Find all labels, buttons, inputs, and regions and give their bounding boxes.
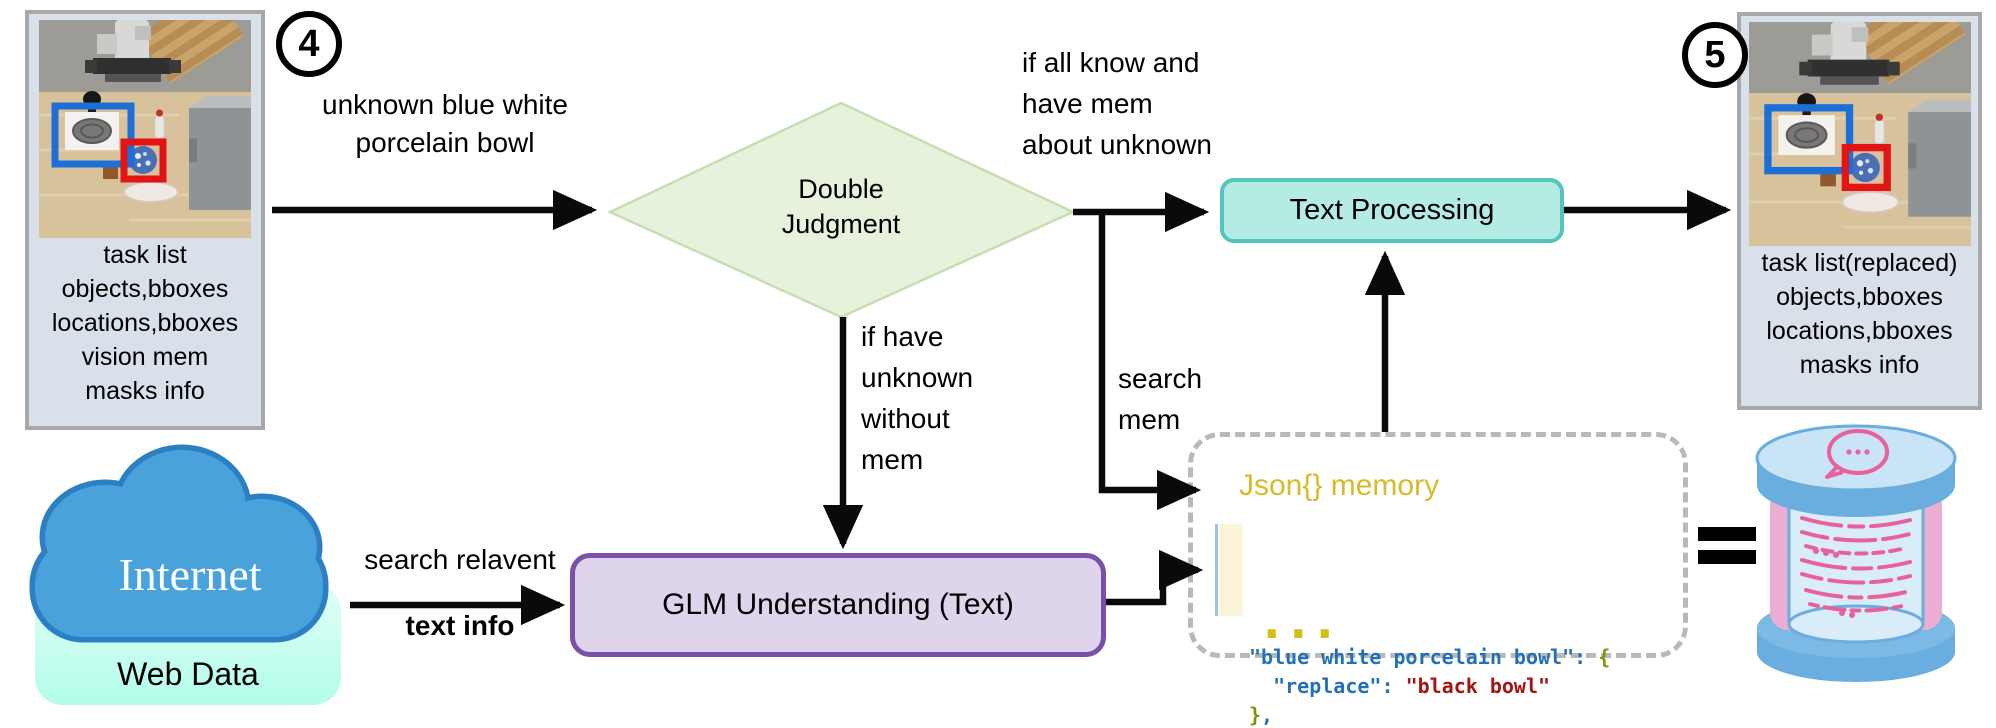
edge-label-if-have-unknown: if have unknown without mem — [861, 321, 974, 475]
edge-label-search-mem: search mem — [1118, 363, 1203, 435]
porcelain-bowl — [129, 146, 157, 174]
blue-bbox — [1763, 104, 1853, 175]
white-plate — [123, 181, 179, 203]
json-memory-box: Json{} memory "blue white porcelain bowl… — [1188, 432, 1688, 727]
step-badge-5: 5 — [1682, 22, 1748, 88]
code-key: "blue white porcelain bowl" — [1249, 645, 1575, 669]
code-brace: } — [1249, 703, 1262, 727]
red-bbox — [1841, 143, 1891, 192]
internet-label: Internet — [118, 549, 262, 600]
equals-bar-bottom — [1698, 550, 1756, 564]
code-comma: , — [1261, 703, 1274, 727]
code-indent — [1249, 674, 1273, 698]
panel5-caption-line: masks info — [1799, 351, 1920, 379]
text-processing-node: Text Processing — [1220, 178, 1564, 243]
scene-panel-4: task list objects,bboxes locations,bboxe… — [25, 10, 265, 430]
panel4-caption-line: locations,bboxes — [51, 309, 239, 337]
equals-sign: = — [1698, 527, 1756, 573]
bottle — [1873, 119, 1885, 144]
json-memory-title: Json{} memory — [1239, 469, 1440, 502]
code-key: "replace" — [1273, 674, 1382, 698]
arrow-searchmem-to-json — [1098, 212, 1202, 511]
code-colon: : — [1574, 645, 1599, 669]
red-bbox — [120, 138, 167, 183]
bottle-cap — [1875, 113, 1883, 121]
code-colon: : — [1381, 674, 1406, 698]
internet-cloud-icon — [29, 444, 329, 643]
gray-cabinet — [189, 96, 251, 210]
robot-scene-image-5 — [1748, 22, 1971, 246]
double-judgment-label: Double Judgment — [781, 174, 901, 239]
panel5-caption-line: objects,bboxes — [1776, 283, 1943, 311]
edge-label-search-relavent-line1: search relavent — [364, 544, 556, 575]
white-plate — [1840, 190, 1900, 214]
arrow-glm-to-json — [1106, 549, 1204, 606]
panel5-caption-line: locations,bboxes — [1766, 317, 1953, 345]
bottle — [154, 115, 165, 139]
code-line-highlight — [1219, 524, 1243, 616]
memory-database-icon — [1755, 424, 1957, 682]
porcelain-bowl — [1850, 152, 1880, 183]
web-data-label: Web Data — [117, 656, 259, 692]
robot-arm — [1798, 22, 1900, 85]
robot-arm — [85, 20, 181, 82]
robot-scene-image-4 — [39, 20, 251, 238]
glm-understanding-node: GLM Understanding (Text) — [570, 553, 1106, 657]
edge-label-search-relavent: search relavent text info — [325, 510, 595, 675]
edge-label-if-all-know: if all know and have mem about unknown — [1022, 47, 1212, 160]
code-value: "black bowl" — [1405, 674, 1551, 698]
code-brace: { — [1598, 645, 1611, 669]
panel4-caption-line: objects,bboxes — [61, 275, 229, 303]
edge-label-text-info: text info — [405, 610, 515, 641]
edge-label-unknown-bowl: unknown blue white porcelain bowl — [322, 89, 568, 158]
json-ellipsis: ... — [1263, 595, 1343, 649]
code-gutter-line — [1215, 524, 1218, 616]
bottle-cap — [156, 109, 163, 117]
panel4-caption-line: task list — [103, 241, 187, 269]
panel5-caption-line: task list(replaced) — [1761, 249, 1958, 277]
json-code-block: "blue white porcelain bowl": { "replace"… — [1215, 524, 1610, 728]
blue-bbox — [51, 102, 135, 168]
step-badge-4: 4 — [276, 11, 342, 77]
code-lines: "blue white porcelain bowl": { "replace"… — [1219, 643, 1610, 728]
scene-panel-5: task list(replaced) objects,bboxes locat… — [1737, 12, 1982, 410]
panel4-caption-line: vision mem — [81, 343, 209, 371]
panel4-caption-line: masks info — [85, 377, 205, 405]
chat-bubble-icon — [1825, 429, 1889, 479]
gray-cabinet — [1907, 99, 1971, 217]
equals-bar-top — [1698, 527, 1756, 541]
